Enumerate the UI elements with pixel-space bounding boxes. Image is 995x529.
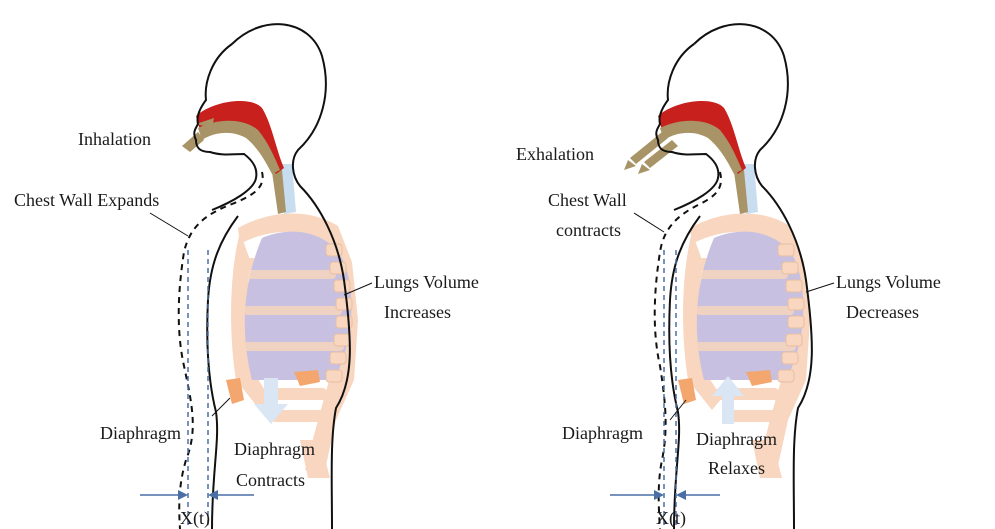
lungs-increases-label: Increases [384,302,451,322]
diaphragm-label: Diaphragm [562,423,643,443]
chest-wall-pointer [634,213,664,232]
diaphragm-action-label-1: Diaphragm [696,429,777,449]
lungs-pointer [806,283,834,292]
diaphragm-label: Diaphragm [100,423,181,443]
chest-wall-pointer [150,213,188,236]
diaphragm-action-label-1: Diaphragm [234,439,315,459]
chest-wall-contracts-label: contracts [556,220,621,240]
inhalation-label: Inhalation [78,129,151,149]
diaphragm-contracts-label: Contracts [236,470,305,490]
chest-wall-solid [207,216,238,529]
exhalation-label: Exhalation [516,144,594,164]
lungs-volume-label: Lungs Volume [836,272,941,292]
exhalation-arrow [624,132,678,174]
measure-arrowhead-left [178,490,188,500]
right-panel: Exhalation Chest Wall contracts Lungs Vo… [516,24,941,529]
lungs-decreases-label: Decreases [846,302,919,322]
chest-wall-expands-label: Chest Wall Expands [14,190,159,210]
diaphragm-relaxes-label: Relaxes [708,458,765,478]
lungs-volume-label: Lungs Volume [374,272,479,292]
chest-wall-label-1: Chest Wall [548,190,627,210]
displacement-label: X(t) [180,508,210,529]
left-panel: Inhalation Chest Wall Expands Lungs Volu… [14,24,479,529]
displacement-label: X(t) [656,508,686,529]
measure-arrowhead-right [676,490,686,500]
